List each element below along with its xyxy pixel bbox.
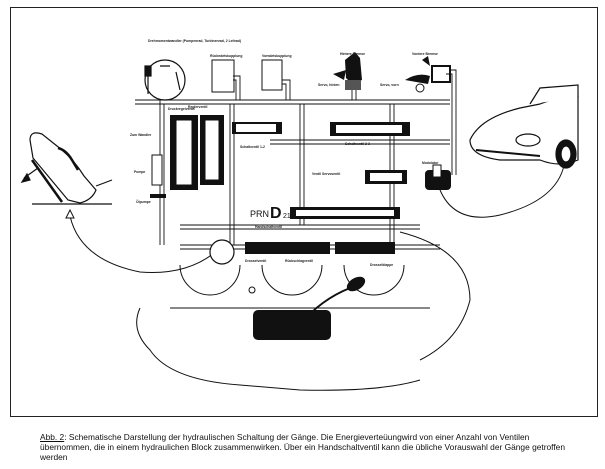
kickdown-valve: [335, 242, 395, 254]
dashboard: [136, 264, 430, 391]
rear-brake-servo: [333, 52, 362, 90]
label-vordere-bremse: Vordere Bremse: [412, 52, 438, 56]
pump: [151, 154, 163, 186]
servo-valve: [365, 170, 407, 184]
cable-selector: [399, 231, 471, 361]
gear-knob: [346, 276, 366, 292]
figure-caption: Abb. 2: Schematische Darstellung der hyd…: [40, 432, 580, 462]
oil-sump: [150, 194, 166, 198]
label-zum-wandler: Zum Wandler: [130, 133, 152, 137]
label-regler: Reglerventil: [188, 105, 207, 109]
label-vorwaertskupplung: Vorwärtskupplung: [262, 54, 292, 58]
cable-to-car: [439, 159, 566, 218]
gear-selector-d: D: [270, 205, 282, 222]
label-modulator: Modulator: [422, 161, 439, 165]
label-hintere-bremse: Hintere Bremse: [340, 52, 365, 56]
caption-text: : Schematische Darstellung der hydraulis…: [40, 432, 565, 462]
front-brake-servo: [405, 56, 451, 93]
label-druckregelventil: Druckregelventil: [168, 107, 195, 111]
label-schaltventil-12: Schaltventil 1-2: [240, 145, 265, 149]
clutch-reverse: [211, 59, 235, 93]
label-oelpumpe: Ölpumpe: [136, 199, 151, 204]
shift-valve-12: [232, 122, 282, 134]
label-pumpe: Pumpe: [134, 170, 145, 174]
clutch-forward: [261, 59, 283, 91]
label-rueckschlagventil: Rückschlagventil: [285, 259, 313, 263]
label-drosselklappe: Drosselklappe: [370, 263, 393, 267]
label-drosselventil: Drosselventil: [245, 259, 266, 263]
shift-valve-23: [330, 122, 410, 136]
gear-lever: [299, 287, 351, 326]
foot-pedal-illustration: [20, 132, 113, 205]
gear-selector-prn: PRN: [250, 209, 269, 219]
gear-selector-21: 21: [283, 213, 291, 220]
label-ventil-servoventil: Ventil Servoventil: [312, 172, 340, 176]
label-schaltventil-23: Schaltventil 2-3: [345, 142, 370, 146]
citroen-ds-car: [469, 84, 579, 169]
check-valve: [280, 242, 330, 254]
label-servo-vorn: Servo, vorn: [380, 83, 399, 87]
label-drehmomentwandler: Drehmomentwandler (Pumpenrad, Turbinenra…: [148, 39, 241, 43]
throttle-cam: [209, 239, 235, 265]
torque-converter: [144, 59, 186, 101]
caption-label: Abb. 2: [40, 432, 65, 442]
gear-lever-gate: [253, 310, 331, 340]
label-servo-hinten: Servo, hinten: [318, 83, 339, 87]
valve-block-left: [170, 115, 224, 190]
modulator: [425, 164, 451, 190]
pedal-linkage-arrow: [69, 215, 221, 273]
arrow-head-icon: [65, 208, 75, 219]
label-rueckwaertskupplung: Rückwärtskupplung: [210, 54, 242, 58]
manual-valve: [290, 207, 400, 219]
hydraulic-diagram: Drehmomentwandler (Pumpenrad, Turbinenra…: [20, 39, 579, 391]
label-handschaltventil: Handschaltventil: [255, 225, 282, 229]
